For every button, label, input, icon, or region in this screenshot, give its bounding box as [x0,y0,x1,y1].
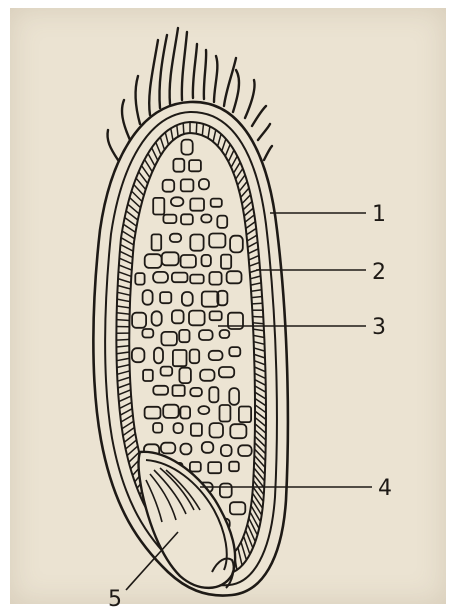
callout-1: 1 [372,202,386,227]
callout-3: 3 [372,315,386,340]
callout-4: 4 [378,476,392,501]
aleurone-cell-wall [116,339,129,340]
aleurone-cell-wall [196,123,197,134]
callout-2: 2 [372,260,386,285]
aleurone-cell-wall [253,317,264,318]
aleurone-cell-wall [252,303,263,304]
aleurone-cell-wall [253,323,264,324]
callout-5: 5 [108,587,122,611]
aleurone-cell-wall [183,123,184,134]
aleurone-cell-wall [117,320,130,321]
